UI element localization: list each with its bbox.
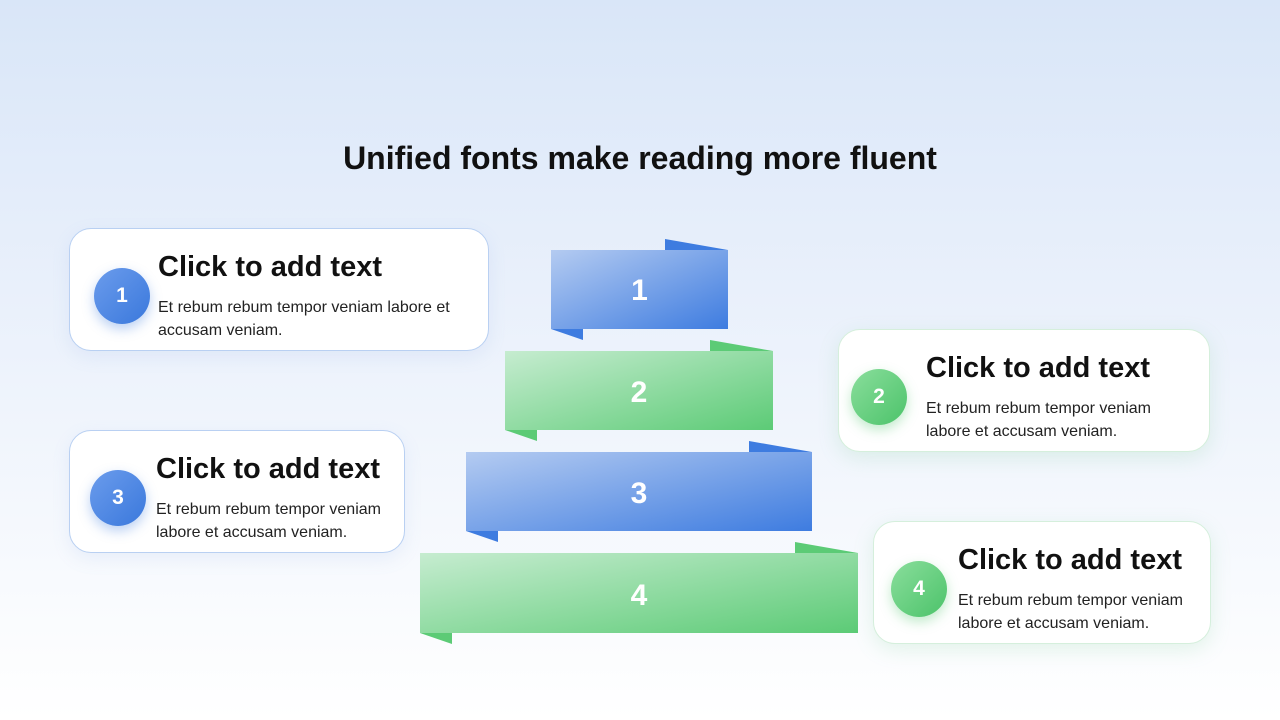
step-4-label: 4 <box>631 579 648 612</box>
step-1-top-fold <box>665 239 728 250</box>
number-badge-1: 1 <box>94 268 150 324</box>
number-badge-3: 3 <box>90 470 146 526</box>
step-2-label: 2 <box>631 376 648 409</box>
step-2-bottom-fold <box>505 430 537 441</box>
step-2-band <box>505 351 773 430</box>
step-1-bottom-fold <box>551 329 583 340</box>
number-badge-4: 4 <box>891 561 947 617</box>
text-card-4[interactable]: 4 Click to add text Et rebum rebum tempo… <box>873 521 1211 644</box>
card-3-title[interactable]: Click to add text <box>156 453 380 485</box>
slide-title: Unified fonts make reading more fluent <box>343 140 937 176</box>
step-4-top-fold <box>795 542 858 553</box>
step-1-label: 1 <box>631 274 648 307</box>
step-4: 4 <box>420 542 858 644</box>
card-2-body[interactable]: Et rebum rebum tempor veniam labore et a… <box>926 400 1151 440</box>
step-3-top-fold <box>749 441 812 452</box>
step-1-band <box>551 250 728 329</box>
card-4-body[interactable]: Et rebum rebum tempor veniam labore et a… <box>958 592 1183 632</box>
step-2: 2 <box>505 340 773 441</box>
step-3-label: 3 <box>631 477 648 510</box>
text-card-2[interactable]: 2 Click to add text Et rebum rebum tempo… <box>838 329 1210 452</box>
card-1-title[interactable]: Click to add text <box>158 251 382 283</box>
step-4-band <box>420 553 858 633</box>
text-card-3[interactable]: 3 Click to add text Et rebum rebum tempo… <box>69 430 405 553</box>
step-3-band <box>466 452 812 531</box>
number-badge-2: 2 <box>851 369 907 425</box>
step-3: 3 <box>466 441 812 542</box>
step-3-bottom-fold <box>466 531 498 542</box>
card-4-title[interactable]: Click to add text <box>958 544 1182 576</box>
step-1: 1 <box>551 239 728 340</box>
card-1-body[interactable]: Et rebum rebum tempor veniam labore et a… <box>158 299 450 339</box>
step-4-bottom-fold <box>420 633 452 644</box>
text-card-1[interactable]: 1 Click to add text Et rebum rebum tempo… <box>69 228 489 351</box>
card-2-title[interactable]: Click to add text <box>926 352 1150 384</box>
card-3-body[interactable]: Et rebum rebum tempor veniam labore et a… <box>156 501 381 541</box>
step-2-top-fold <box>710 340 773 351</box>
